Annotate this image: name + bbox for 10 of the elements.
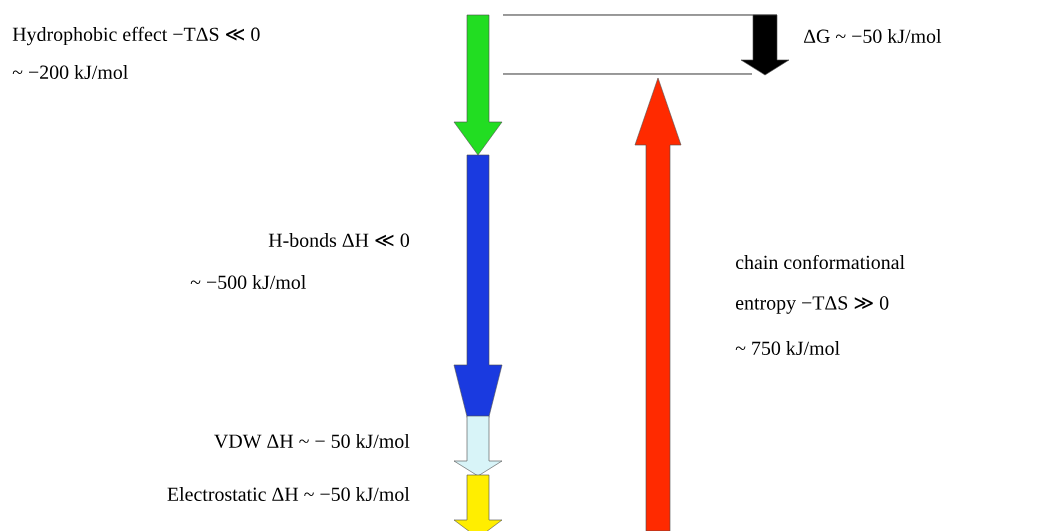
energy-label: ~ −500 kJ/mol xyxy=(190,275,306,289)
energy-label: Electrostatic ΔH ~ −50 kJ/mol xyxy=(167,487,410,501)
energy-label: chain conformational xyxy=(735,254,905,270)
energy-label: ~ −200 kJ/mol xyxy=(12,65,128,79)
energy-label: ~ 750 kJ/mol xyxy=(735,341,840,355)
energy-label: entropy −TΔS ≫ 0 xyxy=(736,296,889,314)
energy-label: ΔG ~ −50 kJ/mol xyxy=(803,29,942,43)
energy-label: H-bonds ΔH ≪ 0 xyxy=(268,233,410,247)
energy-label: Hydrophobic effect −TΔS ≪ 0 xyxy=(12,26,260,46)
energy-label: VDW ΔH ~ − 50 kJ/mol xyxy=(214,433,410,449)
